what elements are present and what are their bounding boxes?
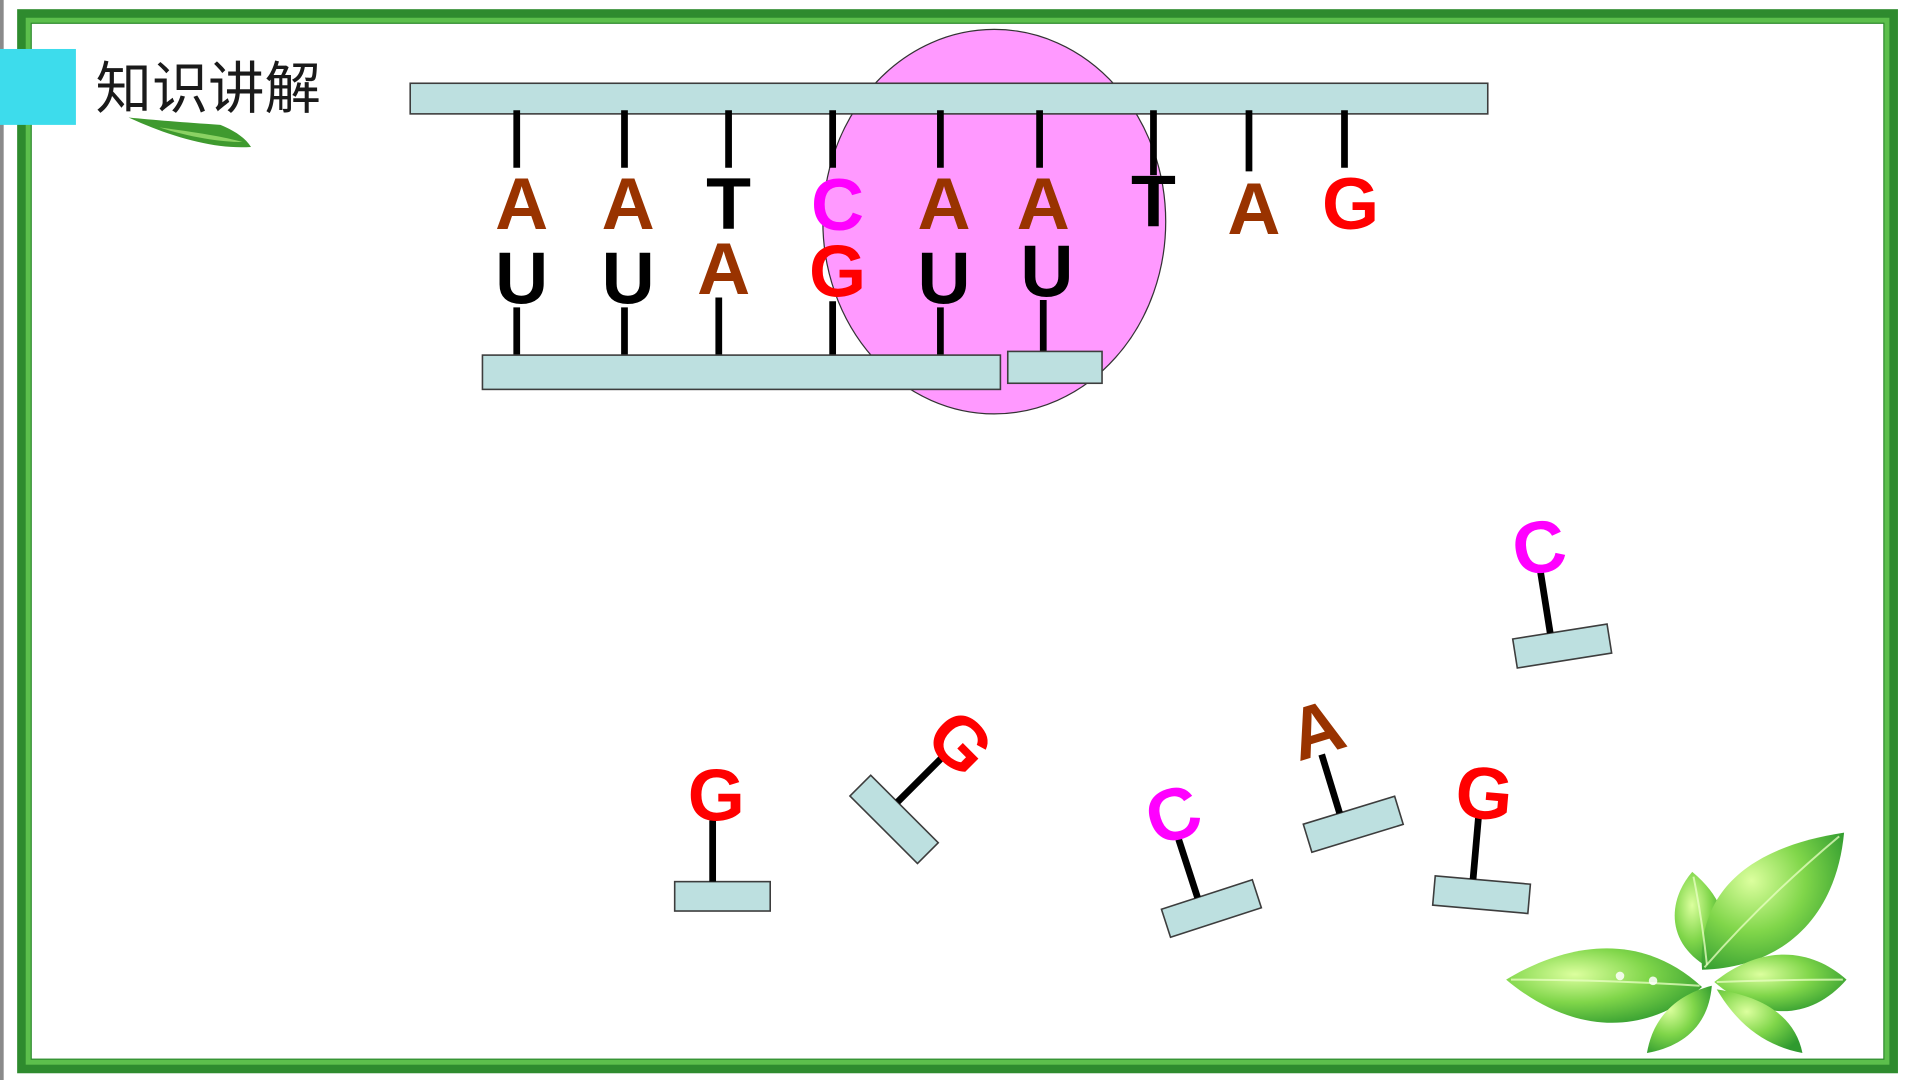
title-accent-block [0, 48, 76, 125]
rna-base: U [918, 237, 971, 320]
leaf-icon [1646, 985, 1712, 1054]
rna-backbone-new-segment [1006, 350, 1103, 385]
nucleotide-bond [895, 756, 944, 805]
leaf-vein [1716, 978, 1843, 984]
nucleotide-backbone [673, 880, 771, 912]
leaf-cluster-decoration [1506, 832, 1847, 1054]
nucleotide-bond [1537, 572, 1554, 634]
nucleotide-bond [1175, 838, 1201, 899]
polymerase-bubble [822, 28, 1167, 415]
free-nucleotide: C [1506, 502, 1613, 669]
nucleotide-bond [1318, 753, 1343, 815]
frame-outer [17, 9, 1898, 1074]
nucleotide-backbone [848, 774, 940, 865]
nucleotide-base: G [688, 753, 745, 836]
leaf-vein [1703, 835, 1840, 968]
rna-strand: U U A G U U [481, 227, 1103, 391]
dna-strand: A A T C A A T A G [409, 82, 1489, 250]
water-droplet [1615, 971, 1625, 981]
leaf-icon [1506, 948, 1703, 1023]
dna-base: A [1017, 162, 1070, 245]
rna-backbone [481, 354, 1002, 391]
dna-base: A [602, 162, 655, 245]
nucleotide-backbone [1511, 623, 1613, 669]
title-leaf-highlight [159, 127, 243, 143]
nucleotide-base: C [1506, 502, 1571, 592]
dna-base: T [706, 162, 751, 245]
dna-base: A [495, 162, 548, 245]
free-nucleotide: G [1431, 749, 1532, 915]
dna-base: A [918, 162, 971, 245]
rna-base: U [602, 237, 655, 320]
nucleotide-backbone [1302, 795, 1405, 854]
water-droplet [1648, 976, 1658, 986]
slide-frame [17, 9, 1898, 1074]
leaf-icon [1716, 989, 1803, 1054]
nucleotide-backbone [1431, 875, 1532, 915]
rna-base: G [809, 229, 866, 312]
frame-inner [25, 17, 1890, 1065]
leaf-vein [1692, 876, 1708, 966]
dna-base: G [1322, 162, 1379, 245]
dna-base: A [1227, 167, 1280, 250]
dna-base: C [811, 163, 864, 246]
nucleotide-base: G [1452, 749, 1516, 837]
dna-base: T [1131, 160, 1176, 243]
rna-base: U [1020, 229, 1073, 312]
free-nucleotide: G [673, 753, 771, 912]
nucleotide-backbone [1160, 878, 1263, 939]
rna-base: A [697, 227, 750, 310]
leaf-vein [1511, 978, 1700, 987]
page-title: 知识讲解 [96, 57, 321, 122]
rna-base: U [495, 237, 548, 320]
dna-backbone [409, 82, 1489, 115]
leaf-icon [1701, 832, 1845, 970]
nucleotide-bond [1469, 817, 1482, 880]
water-droplet [1599, 933, 1609, 943]
